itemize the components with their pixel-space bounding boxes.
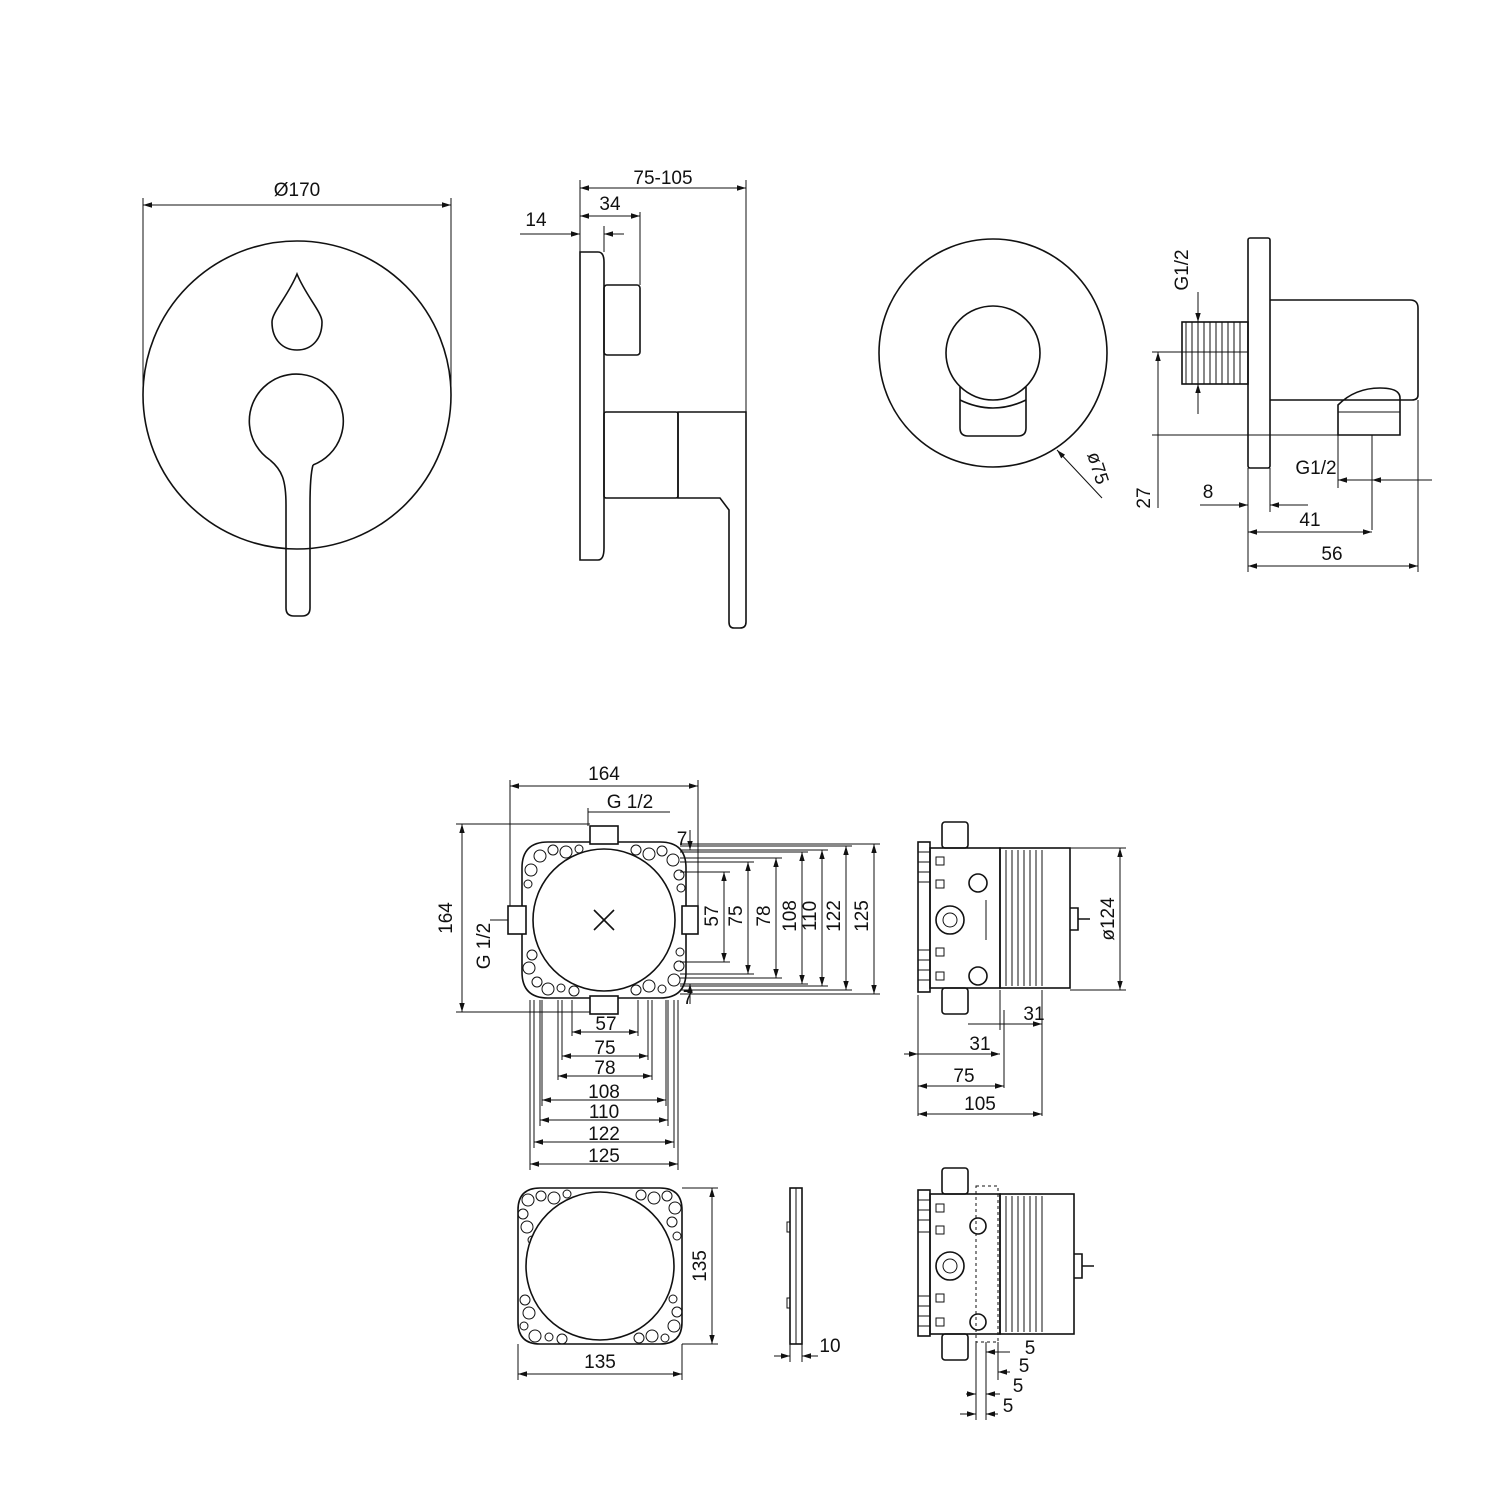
- label-34: 34: [599, 194, 621, 215]
- port-bottom: [589, 995, 619, 1015]
- label-27: 27: [1134, 487, 1155, 508]
- body-side-view: [917, 821, 1090, 1015]
- label-h108: 108: [588, 1082, 620, 1103]
- label-v57: 57: [702, 905, 723, 926]
- dims-body-with-plate: 5 5 5 5: [960, 1338, 1035, 1420]
- mounting-plate-side: [786, 1187, 803, 1345]
- label-s105: 105: [964, 1094, 996, 1115]
- label-7-top: 7: [677, 829, 688, 850]
- label-s75: 75: [953, 1066, 974, 1087]
- label-s31b: 31: [969, 1034, 990, 1055]
- label-v122: 122: [824, 900, 845, 932]
- label-h125: 125: [588, 1146, 620, 1167]
- lever-base: [248, 373, 345, 466]
- label-v125: 125: [852, 900, 873, 932]
- thread-connector: [1181, 321, 1249, 385]
- port-right: [681, 905, 699, 935]
- label-f5b: 5: [1019, 1356, 1030, 1377]
- body-with-plate-side: [917, 1167, 1094, 1361]
- dims-body-front: 164 G 1/2 7 164 G 1/2 57 75 78 108 110 1…: [436, 764, 880, 1170]
- label-f5a: 5: [1025, 1338, 1036, 1359]
- label-h110: 110: [589, 1102, 619, 1123]
- dims-plate-side: 10: [774, 1336, 841, 1362]
- label-p135v: 135: [690, 1250, 711, 1282]
- trim-front-view: [142, 240, 452, 617]
- trim-side-view: [579, 251, 747, 629]
- label-7-bot: 7: [683, 988, 694, 1009]
- label-41: 41: [1299, 510, 1320, 531]
- lever-handle: [269, 459, 314, 617]
- label-d170: Ø170: [274, 180, 320, 201]
- label-v75: 75: [726, 905, 747, 926]
- label-v78: 78: [754, 905, 775, 926]
- label-d124: ø124: [1098, 897, 1119, 941]
- label-h122: 122: [588, 1124, 620, 1145]
- label-14: 14: [525, 210, 547, 231]
- dims-plate-front: 135 135: [517, 1187, 718, 1380]
- label-164-top: 164: [588, 764, 620, 785]
- dims-outlet: G1/2 27 G1/2 8 41 56: [1134, 249, 1432, 572]
- label-v110: 110: [800, 901, 821, 931]
- bubble-frame: [521, 841, 687, 999]
- lever-side: [677, 411, 747, 629]
- nut-top: [941, 821, 969, 849]
- label-g12-body-top: G 1/2: [607, 792, 653, 813]
- label-v108: 108: [780, 900, 801, 932]
- diverter-knob: [271, 271, 323, 351]
- hose-outlet: [1337, 387, 1401, 436]
- mounting-plate-front: [517, 1187, 683, 1345]
- label-75-105: 75-105: [633, 168, 692, 189]
- label-8: 8: [1203, 482, 1214, 503]
- label-h78: 78: [594, 1058, 615, 1079]
- dims-body-side: ø124 31 31 75 105: [904, 847, 1126, 1117]
- port-left: [507, 905, 527, 935]
- dim-diameter-170: Ø170: [142, 180, 452, 395]
- rosette-side: [579, 251, 605, 561]
- outlet-side-view: [1181, 237, 1419, 469]
- label-p10: 10: [819, 1336, 840, 1357]
- label-164-left: 164: [436, 902, 457, 934]
- label-g12-body-left: G 1/2: [474, 923, 495, 969]
- label-56: 56: [1321, 544, 1342, 565]
- label-h75: 75: [594, 1038, 615, 1059]
- label-g12-right: G1/2: [1295, 458, 1336, 479]
- label-f5d: 5: [1003, 1396, 1014, 1417]
- outlet-front-view: ø75: [878, 238, 1112, 499]
- nut-bottom: [941, 987, 969, 1015]
- port-top: [589, 825, 619, 845]
- label-h57: 57: [595, 1014, 616, 1035]
- label-f5c: 5: [1013, 1376, 1024, 1397]
- body-front-view: [507, 825, 699, 1015]
- label-p135h: 135: [584, 1352, 616, 1373]
- label-g12-top: G1/2: [1172, 249, 1193, 290]
- dims-side: 75-105 34 14: [520, 168, 747, 412]
- label-s31a: 31: [1023, 1004, 1044, 1025]
